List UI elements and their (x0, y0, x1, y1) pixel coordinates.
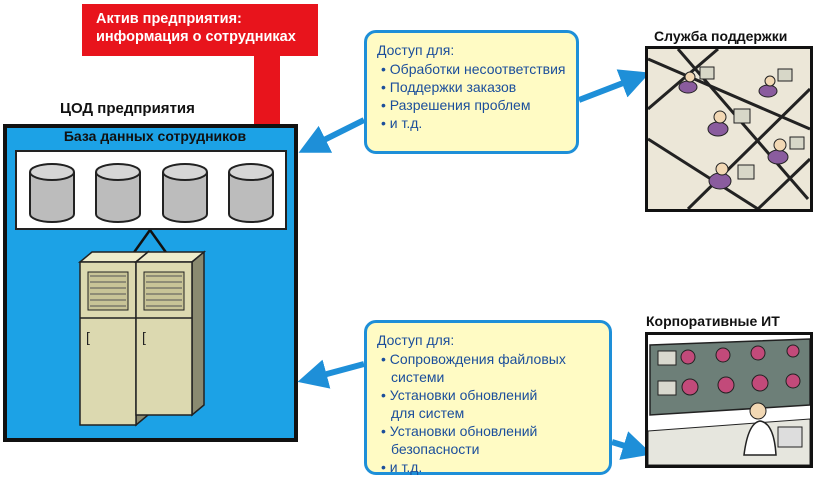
callout-support-access: Доступ для: • Обработки несоответствия •… (364, 30, 579, 154)
callout-item: • Разрешения проблем (381, 97, 531, 113)
database-cylinder-1 (29, 163, 75, 223)
arrow-to-datacenter-bottom (297, 359, 365, 389)
callout-item: • и т.д. (381, 115, 423, 131)
svg-text:[: [ (142, 329, 146, 345)
support-desk-art (648, 49, 810, 209)
it-label: Корпоративные ИТ (646, 313, 780, 329)
server-rack-right: [ (133, 250, 207, 417)
database-cylinder-2 (95, 163, 141, 223)
callout-item: • Обработки несоответствия (381, 61, 566, 77)
callout-item: для систем (391, 405, 465, 421)
support-desk-illustration (645, 46, 813, 212)
asset-label-line1: Актив предприятия: (96, 11, 242, 27)
arrow-to-support (577, 69, 650, 103)
corporate-it-art (648, 335, 810, 465)
callout-item: безопасности (391, 441, 480, 457)
asset-label-stem (254, 56, 280, 126)
callout-item: системи (391, 369, 445, 385)
support-label: Служба поддержки (654, 28, 788, 44)
corporate-it-illustration (645, 332, 813, 468)
callout-it-access: Доступ для: • Сопровождения файловых сис… (364, 320, 612, 475)
callout-item: • Установки обновлений (381, 387, 538, 403)
svg-text:[: [ (86, 329, 90, 345)
database-title: База данных сотрудников (63, 128, 247, 144)
asset-label-box (82, 4, 318, 56)
asset-label-line2: информация о сотрудниках (96, 29, 296, 45)
asset-label: Актив предприятия: информация о сотрудни… (96, 10, 296, 46)
callout-item: • и т.д. (381, 459, 423, 475)
callout-heading: Доступ для: (377, 332, 455, 348)
arrow-to-datacenter-top (298, 117, 366, 153)
callout-item: • Сопровождения файловых (381, 351, 566, 367)
database-cylinder-4 (228, 163, 274, 223)
database-cylinder-3 (162, 163, 208, 223)
callout-item: • Установки обновлений (381, 423, 538, 439)
callout-item: • Поддержки заказов (381, 79, 517, 95)
callout-heading: Доступ для: (377, 42, 455, 58)
datacenter-title: ЦОД предприятия (60, 100, 195, 117)
arrow-to-it (611, 431, 653, 460)
